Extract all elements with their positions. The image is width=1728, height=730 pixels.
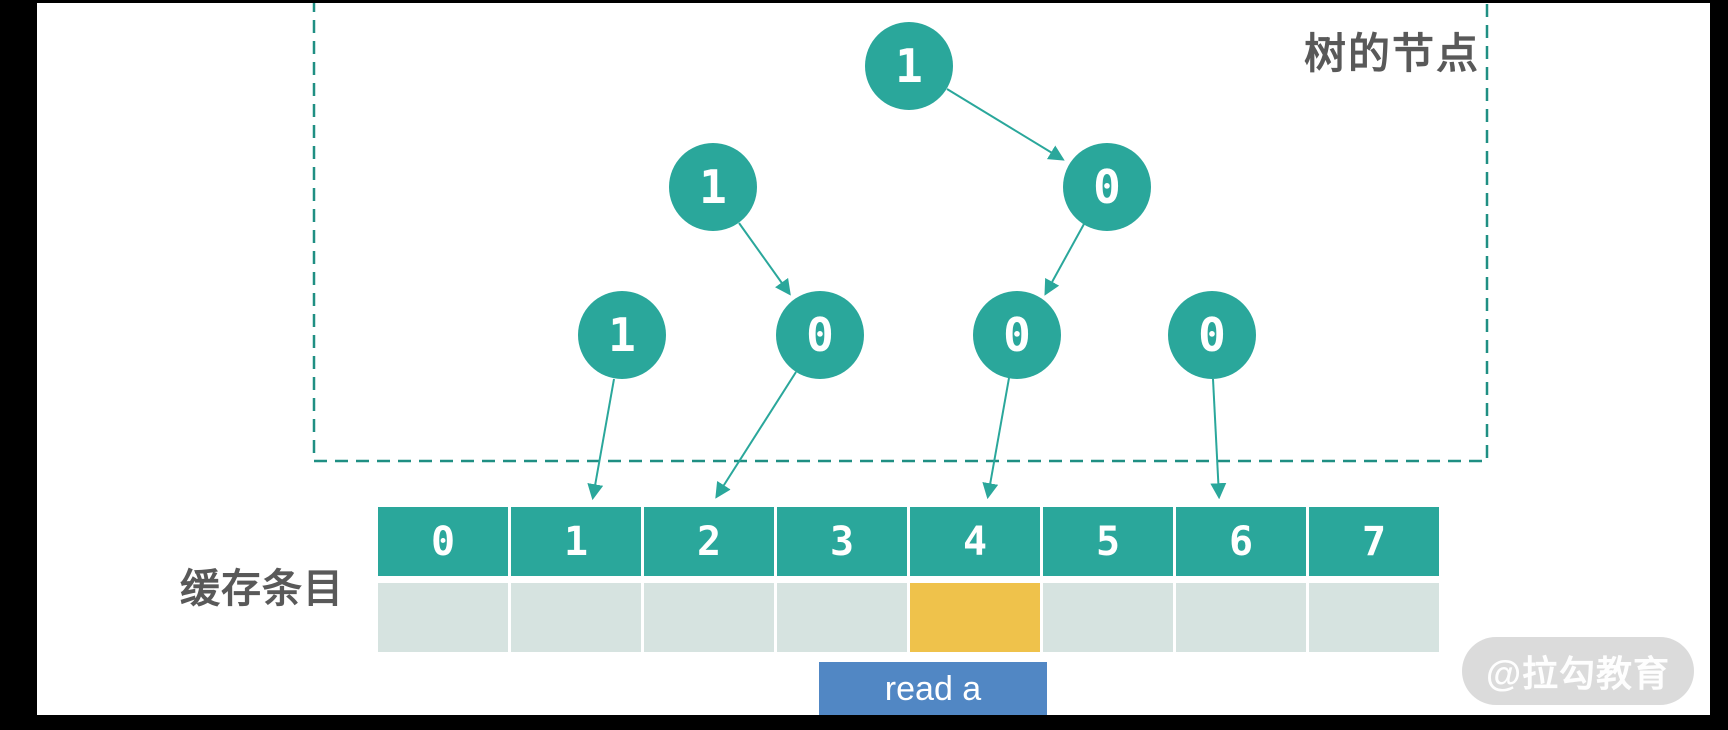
tree-node-value: 0 [1003,308,1031,362]
tree-node-circle [669,143,757,231]
letterbox-bar-left [0,0,37,730]
tree-node-value: 0 [1198,308,1226,362]
tree-node-root: 1 [865,22,953,110]
cache-slot [777,583,907,652]
cache-header-cell: 1 [511,507,641,576]
cache-slot [644,583,774,652]
edge-right-to-right-left [1044,223,1085,296]
read-a-button: read a [819,662,1047,717]
tree-panel-dashed-border [312,0,1489,463]
cache-header-cell: 7 [1309,507,1439,576]
tree-node-left: 1 [669,143,757,231]
cache-slot-highlighted [910,583,1040,652]
edge-leaf-to-slot-6 [1210,378,1227,500]
tree-panel-label: 树的节点 [1303,30,1480,77]
tree-node-value: 1 [895,39,923,93]
cache-slot [511,583,641,652]
tree-node-right-right: 0 [1168,291,1256,379]
tree-node-value: 1 [699,160,727,214]
edge-left-to-left-right [738,222,791,296]
cache-slot [378,583,508,652]
tree-node-left-right: 0 [776,291,864,379]
cache-header-cell: 0 [378,507,508,576]
edge-leaf-to-slot-2 [715,371,797,499]
cache-slot [1043,583,1173,652]
tree-node-value: 0 [1093,160,1121,214]
tree-node-right-left: 0 [973,291,1061,379]
tree-node-circle [1168,291,1256,379]
letterbox-bar-bottom [0,715,1728,730]
letterbox-bar-top [0,0,1728,3]
tree-node-value: 0 [806,308,834,362]
tree-node-left-left: 1 [578,291,666,379]
cache-table: 0 1 2 3 4 5 6 7 [378,507,1439,652]
cache-header-cell: 5 [1043,507,1173,576]
tree-node-circle [776,291,864,379]
tree-node-circle [865,22,953,110]
cache-slot [1309,583,1439,652]
tree-node-circle [973,291,1061,379]
letterbox-bar-right [1710,0,1728,730]
cache-slot [1176,583,1306,652]
cache-header-cell: 6 [1176,507,1306,576]
edge-root-to-right [946,88,1065,161]
tree-node-circle [1063,143,1151,231]
edge-leaf-to-slot-4 [982,377,1010,500]
cache-header-cell: 3 [777,507,907,576]
cache-header-cell: 4 [910,507,1040,576]
tree-node-circle [578,291,666,379]
tree-node-right: 0 [1063,143,1151,231]
edge-leaf-to-slot-1 [587,378,615,501]
cache-header-cell: 2 [644,507,774,576]
watermark-badge: @拉勾教育 [1462,637,1694,705]
tree-node-value: 1 [608,308,636,362]
cache-entries-label: 缓存条目 [180,567,344,611]
